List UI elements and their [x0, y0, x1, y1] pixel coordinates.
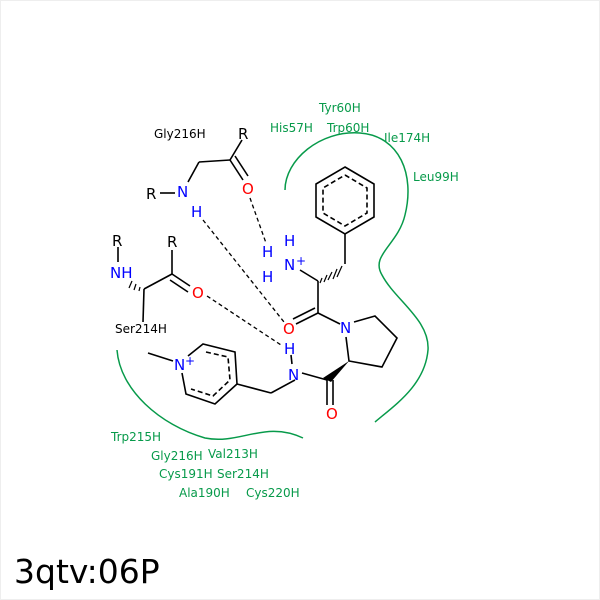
ammonium-nitrogen: N	[284, 256, 295, 274]
residue-label: His57H	[270, 121, 313, 135]
atom-labels: R R N H O R R NH O H H H N + O N H N O N…	[110, 125, 351, 423]
hydrogen-atom: H	[284, 340, 295, 358]
residue-label: Trp60H	[326, 121, 369, 135]
hydrogen-atom: H	[262, 243, 273, 261]
residue-label: Cys191H	[159, 467, 213, 481]
residue-label: Ala190H	[179, 486, 230, 500]
oxygen-atom: O	[242, 180, 254, 198]
residue-label: Ser214H	[217, 467, 269, 481]
residue-label: Gly216H	[151, 449, 203, 463]
oxygen-atom: O	[192, 284, 204, 302]
residue-label: Cys220H	[246, 486, 300, 500]
proline-nitrogen: N	[340, 319, 351, 337]
hydrogen-atom: H	[262, 268, 273, 286]
oxygen-atom: O	[326, 405, 338, 423]
r-group: R	[167, 233, 177, 251]
oxygen-atom: O	[283, 320, 295, 338]
residue-label: Ser214H	[115, 322, 167, 336]
residue-label: Tyr60H	[318, 101, 361, 115]
residue-label: Ile174H	[384, 131, 430, 145]
r-group: R	[238, 125, 248, 143]
r-group: R	[112, 232, 122, 250]
hydrogen-bonds	[202, 197, 285, 346]
nitrogen-atom: N	[177, 183, 188, 201]
residue-labels: Gly216H Ser214H Tyr60H His57H Trp60H Ile…	[110, 101, 459, 500]
amine-nh: NH	[110, 264, 133, 282]
pyridinium-nitrogen: N	[174, 356, 185, 374]
diagram-title: 3qtv:06P	[14, 552, 160, 591]
wedge-bond	[323, 361, 349, 382]
hydrophobic-contour	[116, 132, 429, 440]
bonds	[117, 139, 398, 405]
charge: +	[296, 254, 306, 268]
residue-label: Trp215H	[110, 430, 161, 444]
residue-label: Leu99H	[413, 170, 459, 184]
residue-label: Val213H	[208, 447, 258, 461]
hydrogen-atom: H	[191, 203, 202, 221]
residue-label: Gly216H	[154, 127, 206, 141]
hashed-wedge-bonds	[128, 265, 343, 292]
charge: +	[185, 354, 195, 368]
amide-nitrogen: N	[288, 366, 299, 384]
r-group: R	[146, 185, 156, 203]
hydrogen-atom: H	[284, 232, 295, 250]
